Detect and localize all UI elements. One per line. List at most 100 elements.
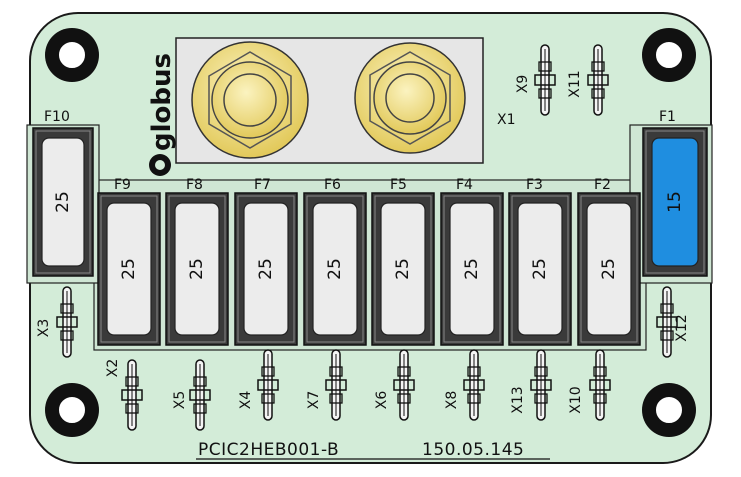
connector-tab xyxy=(660,330,674,341)
fuse-label: F6 xyxy=(324,177,341,193)
fuse-rating: 25 xyxy=(256,258,276,280)
connector-crossbar xyxy=(257,379,279,391)
fuse-f9: 25 F9 xyxy=(97,177,161,346)
connector-tab xyxy=(261,366,275,377)
fuse-label: F3 xyxy=(526,177,543,193)
fuses: 25F1025F925F825F725F625F525F425F325F215F… xyxy=(32,109,708,346)
fuse-label: F4 xyxy=(456,177,473,193)
connector-crossbar xyxy=(530,379,552,391)
connector-label: X2 xyxy=(105,359,121,378)
fuse-body xyxy=(174,202,220,336)
fuse-holder-rim xyxy=(237,195,295,343)
connector-crossbar xyxy=(534,74,556,86)
connector-x9: X9 xyxy=(515,44,556,116)
power-stud-right xyxy=(354,42,466,154)
fuse-label: F8 xyxy=(186,177,203,193)
fuse-body xyxy=(106,202,152,336)
brand-text: globus xyxy=(147,53,177,151)
connector-crossbar xyxy=(189,389,211,401)
connector-label: X8 xyxy=(444,391,460,410)
connector-crossbar xyxy=(56,316,78,328)
fuse-label: F2 xyxy=(594,177,611,193)
connector-tab xyxy=(329,366,343,377)
fuse-holder-rim xyxy=(306,195,364,343)
fuse-body xyxy=(41,137,85,267)
connector-crossbar xyxy=(121,389,143,401)
connector-label: X5 xyxy=(172,391,188,410)
fuse-holder-rim xyxy=(35,130,91,274)
connector-crossbar xyxy=(463,379,485,391)
mounting-hole-bottom-right xyxy=(642,383,696,437)
connector-tab xyxy=(467,366,481,377)
connector-crossbar xyxy=(393,379,415,391)
connector-tab xyxy=(193,403,207,414)
connector-tab xyxy=(660,303,674,314)
connector-x3: X3 xyxy=(36,286,78,358)
connector-x4: X4 xyxy=(238,349,279,421)
fuse-body xyxy=(312,202,358,336)
connector-tab xyxy=(329,393,343,404)
stud-block-label: X1 xyxy=(497,112,516,128)
connector-label: X7 xyxy=(306,391,322,410)
fuse-label: F9 xyxy=(114,177,131,193)
fuse-f2: 25 F2 xyxy=(577,177,641,346)
brand-logo: globus xyxy=(147,53,177,176)
fuse-body xyxy=(651,137,699,267)
connector-x7: X7 xyxy=(306,349,347,421)
fuse-rating: 25 xyxy=(393,258,413,280)
fuse-holder-rim xyxy=(168,195,226,343)
connector-label: X10 xyxy=(568,386,584,413)
fuse-rating: 25 xyxy=(462,258,482,280)
connector-x8: X8 xyxy=(444,349,485,421)
connector-x6: X6 xyxy=(374,349,415,421)
connector-tab xyxy=(125,403,139,414)
connector-tab xyxy=(534,366,548,377)
connector-tab xyxy=(593,393,607,404)
connector-tab xyxy=(60,303,74,314)
connector-tab xyxy=(193,376,207,387)
connector-tab xyxy=(591,88,605,99)
mounting-hole-top-right xyxy=(642,28,696,82)
connector-x5: X5 xyxy=(172,359,211,431)
connector-x12: X12 xyxy=(656,286,690,358)
fuse-body xyxy=(243,202,289,336)
connector-x10: X10 xyxy=(568,349,611,421)
connector-label: X11 xyxy=(567,70,583,97)
connector-crossbar xyxy=(587,74,609,86)
connector-tab xyxy=(467,393,481,404)
fuse-holder-rim xyxy=(580,195,638,343)
fuse-label: F5 xyxy=(390,177,407,193)
connector-tab xyxy=(60,330,74,341)
connector-label: X3 xyxy=(36,319,52,338)
connector-tab xyxy=(591,61,605,72)
fuse-rating: 15 xyxy=(665,191,685,213)
connector-tab xyxy=(261,393,275,404)
fuse-body xyxy=(449,202,495,336)
fuse-rating: 25 xyxy=(599,258,619,280)
fuse-body xyxy=(586,202,632,336)
connector-label: X4 xyxy=(238,391,254,410)
part-number: PCIC2HEB001-B xyxy=(198,440,339,460)
connector-x2: X2 xyxy=(105,359,143,431)
connector-crossbar xyxy=(589,379,611,391)
mounting-hole-top-left xyxy=(45,28,99,82)
fuse-holder-rim xyxy=(645,130,705,274)
connector-label: X9 xyxy=(515,75,531,94)
fuse-holder-rim xyxy=(100,195,158,343)
connector-label: X13 xyxy=(510,386,526,413)
fuse-holder-rim xyxy=(374,195,432,343)
connector-label: X12 xyxy=(674,314,690,341)
connector-tab xyxy=(593,366,607,377)
connector-tab xyxy=(534,393,548,404)
mounting-holes xyxy=(45,28,696,437)
fuse-rating: 25 xyxy=(119,258,139,280)
fuse-body xyxy=(517,202,563,336)
fuse-holder-rim xyxy=(511,195,569,343)
